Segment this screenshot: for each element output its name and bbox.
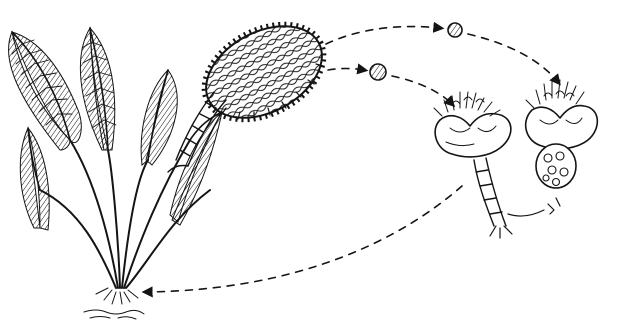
fern-roots (84, 288, 144, 319)
young-plant-roots (490, 198, 560, 238)
arrow-sporangium-to-spore-upper (326, 27, 440, 44)
spore-upper (448, 23, 462, 37)
fern-sporophyte (9, 28, 222, 319)
arrow-spore-upper-to-gametophyte (468, 34, 558, 82)
arrow-spore-lower-to-prothallus (392, 76, 452, 104)
fern-frond-center (80, 28, 116, 150)
fern-frond-right (141, 70, 177, 165)
gametophyte-with-sporophyte (526, 80, 598, 188)
prothallus-rhizoids (434, 92, 500, 116)
fern-frond-lower-left (20, 128, 49, 230)
spore-lower (370, 64, 386, 80)
young-plant-stalk (474, 158, 506, 226)
arrow-prothallus-to-fern (146, 186, 462, 292)
fern-frond-left (9, 32, 82, 150)
embryo (536, 144, 576, 188)
fern-frond-far-right (170, 112, 222, 225)
sporangium (168, 5, 340, 172)
arrow-sporangium-to-spore-lower (328, 69, 364, 71)
gametophyte-rhizoids (526, 80, 584, 108)
